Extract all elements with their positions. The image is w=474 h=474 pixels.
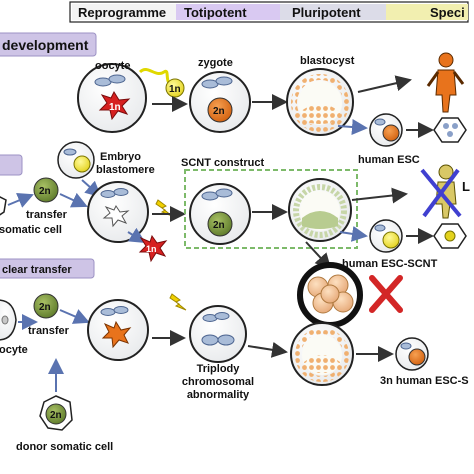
scnt-construct-box — [184, 169, 358, 249]
stage-specialized-band — [386, 4, 468, 20]
somatic-cell-label: somatic cell — [0, 224, 62, 236]
blastocyst-top — [286, 68, 354, 136]
lightning-icon — [169, 293, 187, 311]
sperm-ploidy: 1n — [169, 84, 181, 95]
section-partial — [0, 154, 23, 176]
section-nuclear-transfer: clear transfer — [0, 258, 95, 279]
arrow-somatic-transfer — [7, 193, 34, 208]
human-esc-cell — [369, 113, 403, 147]
transfer-mid-ploidy: 2n — [39, 186, 51, 197]
arrow-scnt-esc — [339, 225, 368, 242]
donor-nucleus-bottom: 2n — [33, 293, 59, 319]
red-star-icon — [98, 90, 131, 121]
human-figure-icon — [426, 52, 465, 113]
section-development-label: development — [2, 37, 89, 53]
enucleated-oocyte — [87, 181, 149, 243]
scnt-ploidy: 2n — [213, 220, 225, 231]
stage-pluripotent-label: Pluripotent — [292, 5, 361, 20]
scnt-esc-cell — [369, 219, 403, 253]
stage-reprogramme-label: Reprogramme — [78, 5, 166, 20]
human-esc-label: human ESC — [358, 154, 420, 166]
donor-somatic-label: donor somatic cell — [16, 441, 113, 453]
stage-totipotent-label: Totipotent — [184, 5, 247, 20]
triploid-esc-cell — [395, 337, 429, 371]
blastocyst-label: blastocyst — [300, 55, 355, 67]
stage-bar: Reprogramme Totipotent Pluripotent Speci — [69, 1, 469, 23]
arrow-extrude-nucleus — [127, 227, 146, 244]
triploid-zygote — [189, 305, 247, 363]
extruded-ploidy: 1n — [146, 244, 157, 254]
scnt-zygote-cell: 2n — [189, 183, 251, 245]
stage-pluripotent-band — [280, 4, 386, 20]
stage-specialized-label: Speci — [430, 5, 465, 20]
scnt-construct-label: SCNT construct — [181, 157, 264, 169]
oocyte-cell: 1n — [77, 63, 147, 133]
oocyte-ploidy: 1n — [109, 102, 121, 113]
arrow-bottom-transfer — [59, 309, 90, 324]
partial-letter: L — [462, 179, 470, 194]
section-nuclear-transfer-label: clear transfer — [2, 264, 72, 276]
human-esc-scnt-label: human ESC-SCNT — [342, 258, 438, 270]
oocyte-left-partial — [0, 299, 17, 341]
oocyte-label: oocyte — [95, 60, 130, 72]
transfer-mid-label: transfer — [26, 209, 68, 221]
red-x-icon — [369, 275, 403, 313]
differentiated-tissue-icon — [433, 117, 467, 143]
extruded-nucleus-icon: 1n — [138, 234, 168, 263]
stage-totipotent-band — [176, 4, 280, 20]
zygote-cell: 2n — [189, 71, 251, 133]
arrow-scnt-organism — [351, 187, 408, 204]
triploid-blastocyst — [290, 322, 354, 386]
donor-somatic-cell: 2n — [39, 395, 73, 431]
embryo-blastomere-cell — [57, 141, 95, 179]
zygote-label: zygote — [198, 57, 233, 69]
sperm-icon: 1n — [138, 67, 185, 98]
arrow-nucleus-into-oocyte — [59, 192, 88, 208]
scnt-tissue-icon — [433, 223, 467, 249]
bottom-ploidy: 2n — [39, 302, 51, 313]
triploid-esc-label: 3n human ESC-S — [380, 375, 469, 387]
arrow-blastocyst-esc — [337, 119, 368, 135]
scnt-blastocyst — [288, 178, 352, 242]
stage-reprogramme-band — [72, 4, 176, 20]
arrested-morula — [297, 262, 363, 328]
oocyte-bottom-label: ocyte — [0, 344, 28, 356]
zygote-ploidy: 2n — [213, 106, 225, 117]
arrow-triploid-blastocyst — [247, 341, 288, 358]
arrow-blastocyst-organism — [357, 75, 412, 93]
blue-x-icon — [420, 168, 462, 218]
somatic-cell-left — [0, 196, 7, 216]
triploid-oocyte — [87, 299, 149, 361]
section-development: development — [0, 32, 97, 57]
donor-ploidy: 2n — [50, 410, 62, 421]
transfer-bottom-label: transfer — [28, 325, 70, 337]
donor-nucleus-mid: 2n — [33, 177, 59, 203]
